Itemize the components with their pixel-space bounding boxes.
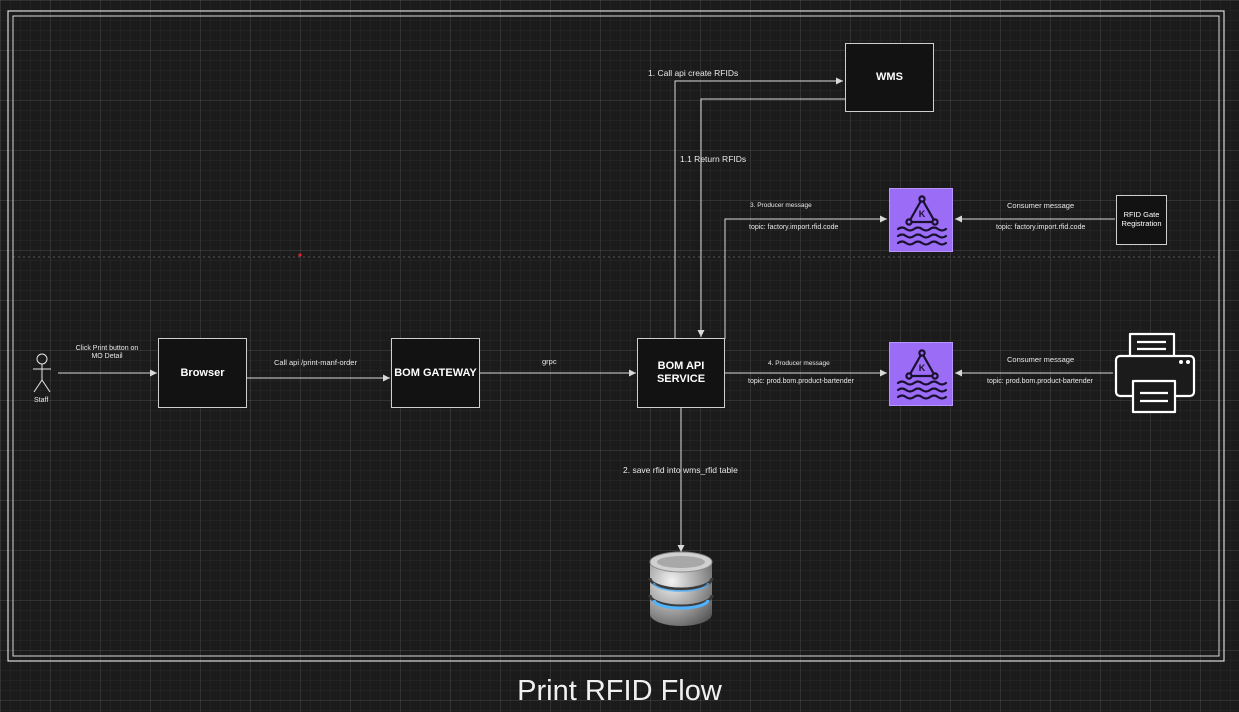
bom-api-service-label-2: SERVICE <box>656 373 706 385</box>
svg-text:K: K <box>919 363 926 373</box>
return-rfids-label: 1.1 Return RFIDs <box>680 154 747 164</box>
wms-label: WMS <box>876 71 903 84</box>
call-api-create-label: 1. Call api create RFIDs <box>648 68 739 78</box>
producer-4-label: 4. Producer message <box>768 360 830 367</box>
rfid-gate-label-2: Registration <box>1121 219 1162 228</box>
topic-prod-label: topic: prod.bom.product-bartender <box>748 378 854 385</box>
edge-api-wms-create <box>674 77 843 339</box>
consumer-1-label: Consumer message <box>1007 201 1075 210</box>
consumer-2-label: Consumer message <box>1007 355 1075 364</box>
rfid-gate-label-1: RFID Gate <box>1123 210 1160 220</box>
topic-factory-2-label: topic: factory.import.rfid.code <box>996 224 1086 231</box>
browser-node[interactable]: Browser <box>158 338 247 408</box>
actor-label: Staff <box>34 397 49 404</box>
kafka-icon[interactable]: K <box>889 188 953 252</box>
stick-figure-icon <box>33 353 51 393</box>
edge-wms-api-return <box>697 98 846 337</box>
kafka-icon[interactable]: K <box>889 342 953 406</box>
wms-node[interactable]: WMS <box>845 43 934 112</box>
bom-gateway-node[interactable]: BOM GATEWAY <box>391 338 480 408</box>
rfid-gate-node[interactable]: RFID Gate Registration <box>1116 195 1167 245</box>
topic-factory-label: topic: factory.import.rfid.code <box>749 224 839 231</box>
svg-text:K: K <box>919 209 926 219</box>
topic-prod-2-label: topic: prod.bom.product-bartender <box>987 378 1093 385</box>
click-print-label: Click Print button on MO Detail <box>75 345 139 361</box>
inner-frame <box>12 15 1220 657</box>
outer-frame <box>7 10 1225 662</box>
save-rfid-label: 2. save rfid into wms_rfid table <box>623 465 738 475</box>
edge-api-kafka-top <box>724 215 887 339</box>
bom-gateway-label: BOM GATEWAY <box>394 366 477 379</box>
producer-3-label: 3. Producer message <box>750 202 812 209</box>
browser-label: Browser <box>180 366 225 379</box>
grpc-label: grpc <box>542 357 557 366</box>
printer-icon <box>1114 332 1196 414</box>
database-icon <box>648 551 714 626</box>
diagram-title: Print RFID Flow <box>517 675 722 707</box>
bom-api-service-node[interactable]: BOM API SERVICE <box>637 338 725 408</box>
call-api-print-label: Call api /print-manf-order <box>274 358 357 367</box>
bom-api-service-label-1: BOM API <box>657 360 705 373</box>
